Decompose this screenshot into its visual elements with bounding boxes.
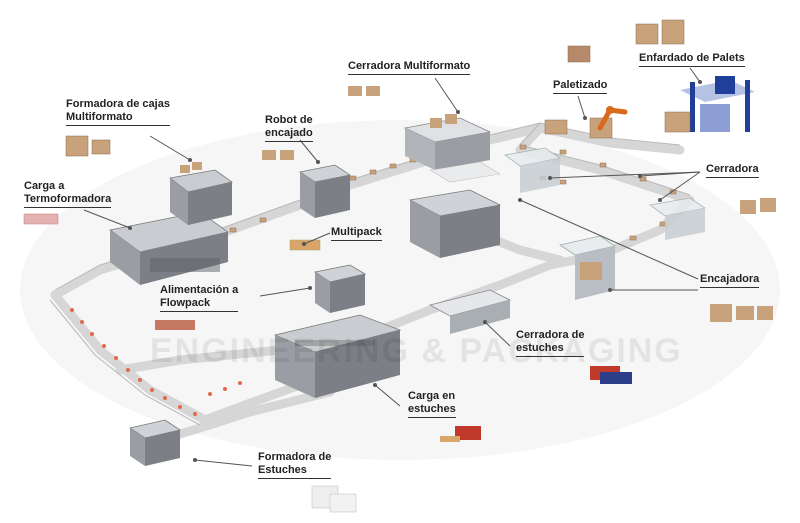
robot-encajado-machine	[298, 164, 352, 218]
thumb-enfardado	[635, 19, 685, 45]
label-carga-estuches: Carga en estuches	[408, 390, 456, 418]
label-cerradora-estuches: Cerradora de estuches	[516, 329, 585, 357]
enfardado-wrapper	[664, 76, 755, 133]
thumb-alimentacion	[155, 320, 195, 330]
multipack-machine	[408, 161, 502, 258]
label-multipack: Multipack	[331, 226, 382, 241]
label-encajadora: Encajadora	[700, 273, 760, 288]
thumb-robot-encajado	[262, 150, 294, 160]
products-on-line	[70, 308, 242, 416]
thumb-formadora-cajas	[65, 135, 111, 157]
flowpack-machine	[313, 264, 367, 313]
formadora-estuches-machine	[129, 419, 181, 466]
label-cerradora-multiformato: Cerradora Multiformato	[348, 60, 471, 75]
cerradora-multiformato-machine	[403, 114, 492, 170]
label-cerradora: Cerradora	[706, 163, 759, 178]
watermark-text: ENGINEERING & PACKAGING	[150, 332, 683, 370]
cerradora-estuches-machine	[428, 289, 512, 334]
formadora-cajas-machine	[169, 162, 233, 225]
label-formadora-estuches: Formadora de Estuches	[258, 451, 332, 479]
callout-lines	[83, 67, 701, 467]
encajadora-machine	[559, 235, 616, 300]
thumb-encajadora	[710, 304, 773, 322]
boxes-on-line	[229, 144, 677, 253]
thumb-cerradora-multiformato	[348, 86, 380, 96]
paletizado-robot	[544, 106, 628, 139]
machines	[109, 76, 755, 466]
thumb-carga-termo	[23, 213, 59, 225]
label-enfardado: Enfardado de Palets	[639, 52, 745, 67]
thumbnails	[23, 19, 776, 513]
label-formadora-cajas: Formadora de cajas Multiformato	[66, 98, 170, 126]
label-robot-encajado: Robot de encajado	[265, 114, 313, 142]
label-paletizado: Paletizado	[553, 79, 608, 94]
cerradora-machine	[504, 147, 707, 240]
label-carga-termo: Carga a Termoformadora	[24, 180, 112, 208]
thumb-paletizado	[567, 45, 591, 63]
label-alimentacion: Alimentación a Flowpack	[160, 284, 239, 312]
carga-estuches-machine	[273, 314, 402, 398]
thumb-formadora-estuches	[311, 485, 357, 513]
thumb-carga-estuches	[440, 426, 481, 442]
thumb-cerradora	[740, 198, 776, 214]
thumb-cerradora-estuches	[590, 366, 632, 384]
callout-dots	[128, 80, 702, 462]
